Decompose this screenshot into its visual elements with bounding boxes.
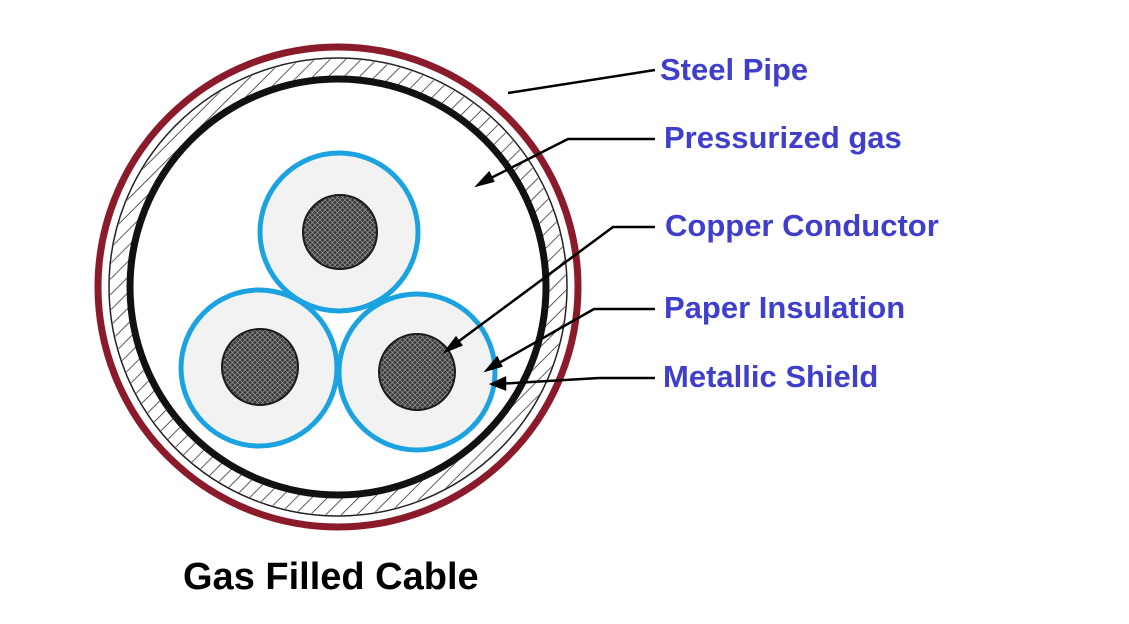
leader-steel-pipe — [507, 68, 656, 95]
copper-conductor-right — [378, 333, 456, 411]
arrow-metallic-shield — [488, 376, 507, 391]
leader-metallic-shield — [496, 376, 655, 386]
leader-paper-insulation — [491, 307, 655, 369]
label-steel-pipe: Steel Pipe — [660, 52, 809, 87]
label-paper-insulation: Paper Insulation — [664, 290, 906, 325]
leader-copper-conductor — [450, 225, 655, 349]
copper-conductor-top — [302, 194, 378, 270]
arrow-pressurized-gas — [474, 170, 495, 188]
label-copper-conductor: Copper Conductor — [665, 208, 939, 243]
copper-conductor-left — [221, 328, 299, 406]
label-metallic-shield: Metallic Shield — [663, 359, 879, 394]
hatch-inner-edge — [108, 57, 568, 517]
arrow-paper-insulation — [483, 355, 503, 373]
leader-pressurized-gas — [482, 137, 655, 184]
label-pressurized-gas: Pressurized gas — [664, 120, 902, 155]
diagram-title: Gas Filled Cable — [183, 556, 479, 598]
arrow-copper-conductor — [442, 335, 463, 354]
